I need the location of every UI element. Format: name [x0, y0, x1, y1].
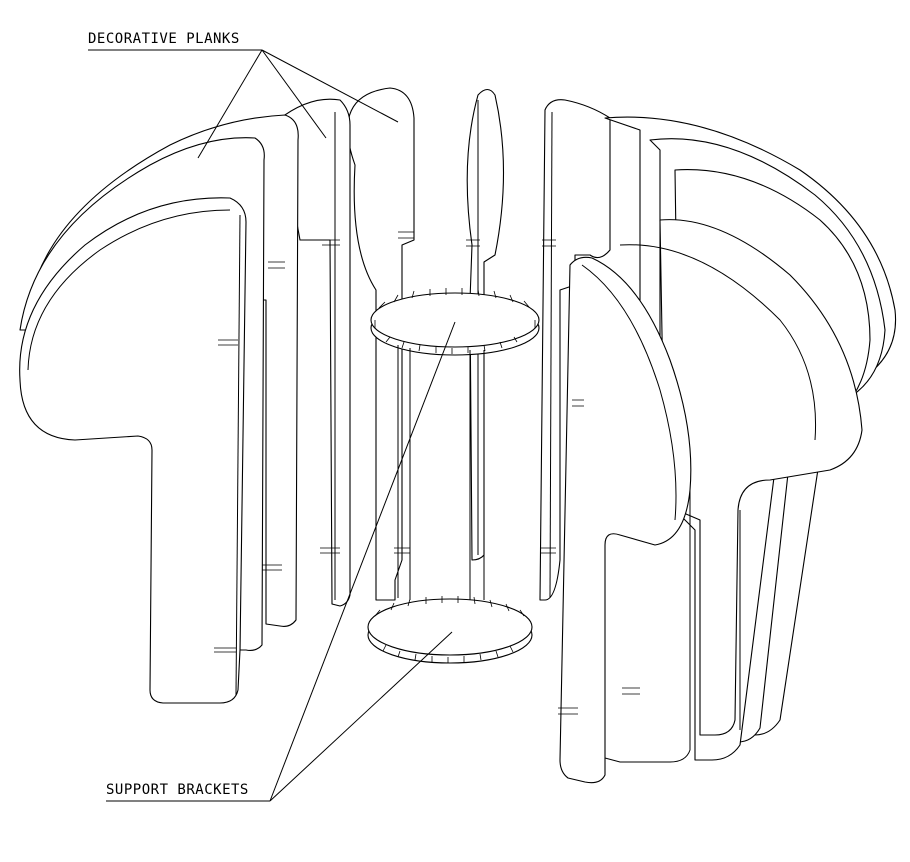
left-flat-plank-mid — [277, 98, 351, 607]
center-plank-group — [394, 88, 611, 601]
lower-support-bracket — [367, 596, 533, 664]
left-front-plank — [19, 197, 247, 704]
left-plank-group — [19, 87, 415, 704]
upper-support-bracket — [370, 288, 540, 356]
support-brackets-label: SUPPORT BRACKETS — [106, 782, 249, 798]
center-right-flat-plank — [539, 99, 611, 601]
center-support-rods — [397, 345, 485, 600]
center-oval-plank — [466, 88, 504, 561]
decorative-planks-leaders — [88, 49, 399, 159]
right-front-plank — [559, 256, 692, 784]
support-brackets-leaders — [106, 321, 456, 802]
right-curved-plank-4 — [659, 219, 863, 736]
decorative-planks-label: DECORATIVE PLANKS — [88, 31, 240, 47]
right-plank-group — [558, 116, 897, 784]
